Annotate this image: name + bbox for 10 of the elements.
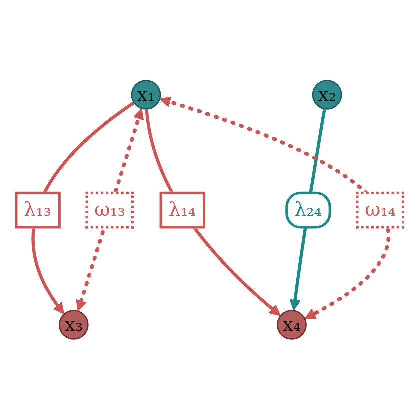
edge-label: ω₁₄ xyxy=(356,192,405,228)
circle-node: x₁ xyxy=(131,80,162,110)
edge-label: λ₁₄ xyxy=(160,192,205,228)
circle-node: x₂ xyxy=(312,80,342,110)
edge-label: λ₁₃ xyxy=(15,192,60,228)
edge-label: ω₁₃ xyxy=(86,192,134,228)
circle-node: x₃ xyxy=(59,310,89,340)
edge-label: λ₂₄ xyxy=(286,192,331,228)
circle-node: x₄ xyxy=(277,310,307,340)
dotted-arrow xyxy=(160,96,390,320)
